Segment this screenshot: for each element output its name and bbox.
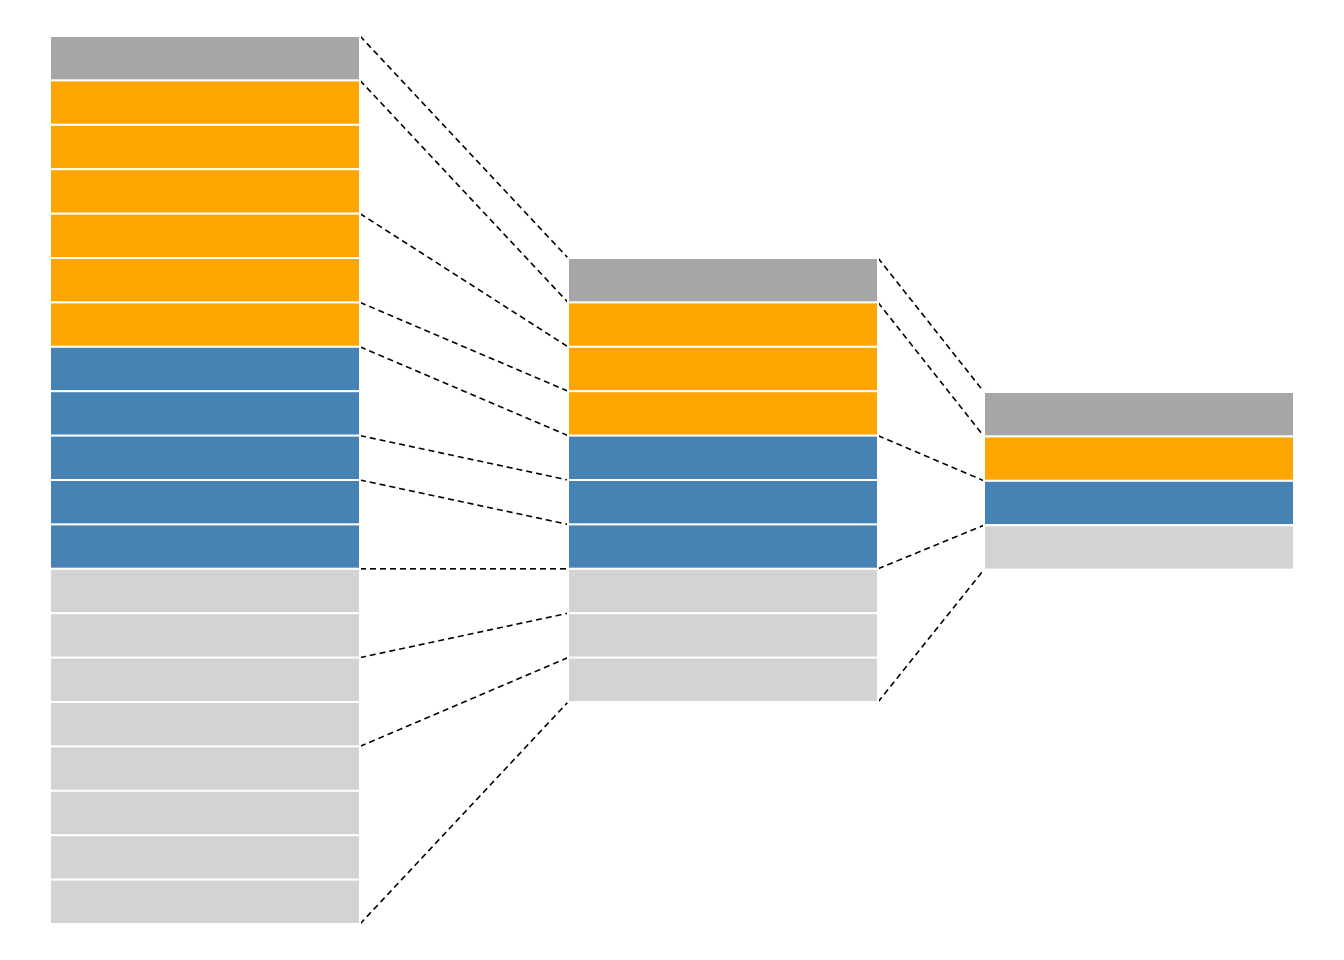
column-1-row-16-light [49, 701, 361, 748]
connector-2-3-2 [877, 301, 985, 437]
column-1-row-6-orange [49, 257, 361, 304]
column-2-row-3-orange [567, 345, 879, 393]
column-2-row-7-blue [567, 523, 879, 570]
column-2-row-5-blue [567, 434, 879, 482]
connector-1-2-2 [359, 79, 569, 303]
connector-1-2-3 [359, 212, 569, 348]
column-3-row-3-blue [983, 479, 1295, 527]
column-1-row-13-light [49, 567, 361, 615]
column-1-row-9-blue [49, 390, 361, 437]
column-2-row-9-light [567, 612, 879, 659]
column-1-row-7-orange [49, 301, 361, 348]
column-3 [983, 391, 1295, 571]
column-1-row-15-light [49, 656, 361, 703]
connector-1-2-4 [359, 301, 569, 392]
column-2-row-8-light [567, 567, 879, 615]
column-1-row-17-light [49, 745, 361, 792]
column-2-row-10-light [567, 656, 879, 703]
column-1-row-11-blue [49, 479, 361, 526]
column-2-row-6-blue [567, 479, 879, 526]
column-2-row-2-orange [567, 301, 879, 348]
connector-2-3-4 [877, 524, 985, 570]
column-1 [49, 35, 361, 925]
column-1-row-1-header [49, 35, 361, 82]
column-1-row-20-light [49, 878, 361, 925]
connector-1-2-1 [359, 35, 569, 259]
column-3-row-1-header [983, 391, 1295, 438]
column-1-row-2-orange [49, 79, 361, 126]
column-1-row-4-orange [49, 168, 361, 215]
columns [49, 35, 1295, 925]
connector-1-2-6 [359, 434, 569, 481]
connector-1-2-9 [359, 612, 569, 659]
connector-2-3-5 [877, 569, 985, 703]
column-2-row-4-orange [567, 390, 879, 437]
connector-1-2-7 [359, 479, 569, 526]
connector-1-2-5 [359, 346, 569, 437]
column-2-row-1-header [567, 257, 879, 304]
column-1-row-14-light [49, 612, 361, 659]
column-3-row-2-orange [983, 435, 1295, 482]
column-1-row-18-light [49, 789, 361, 837]
column-3-row-4-light [983, 524, 1295, 571]
column-1-row-10-blue [49, 434, 361, 482]
column-1-row-3-orange [49, 123, 361, 171]
connector-lines [359, 35, 985, 925]
column-1-row-19-light [49, 834, 361, 881]
connector-1-2-11 [359, 701, 569, 925]
connector-1-2-10 [359, 656, 569, 748]
column-1-row-5-orange [49, 212, 361, 260]
connector-2-3-1 [877, 257, 985, 393]
column-1-row-8-blue [49, 345, 361, 393]
column-2 [567, 257, 879, 703]
column-1-row-12-blue [49, 523, 361, 570]
